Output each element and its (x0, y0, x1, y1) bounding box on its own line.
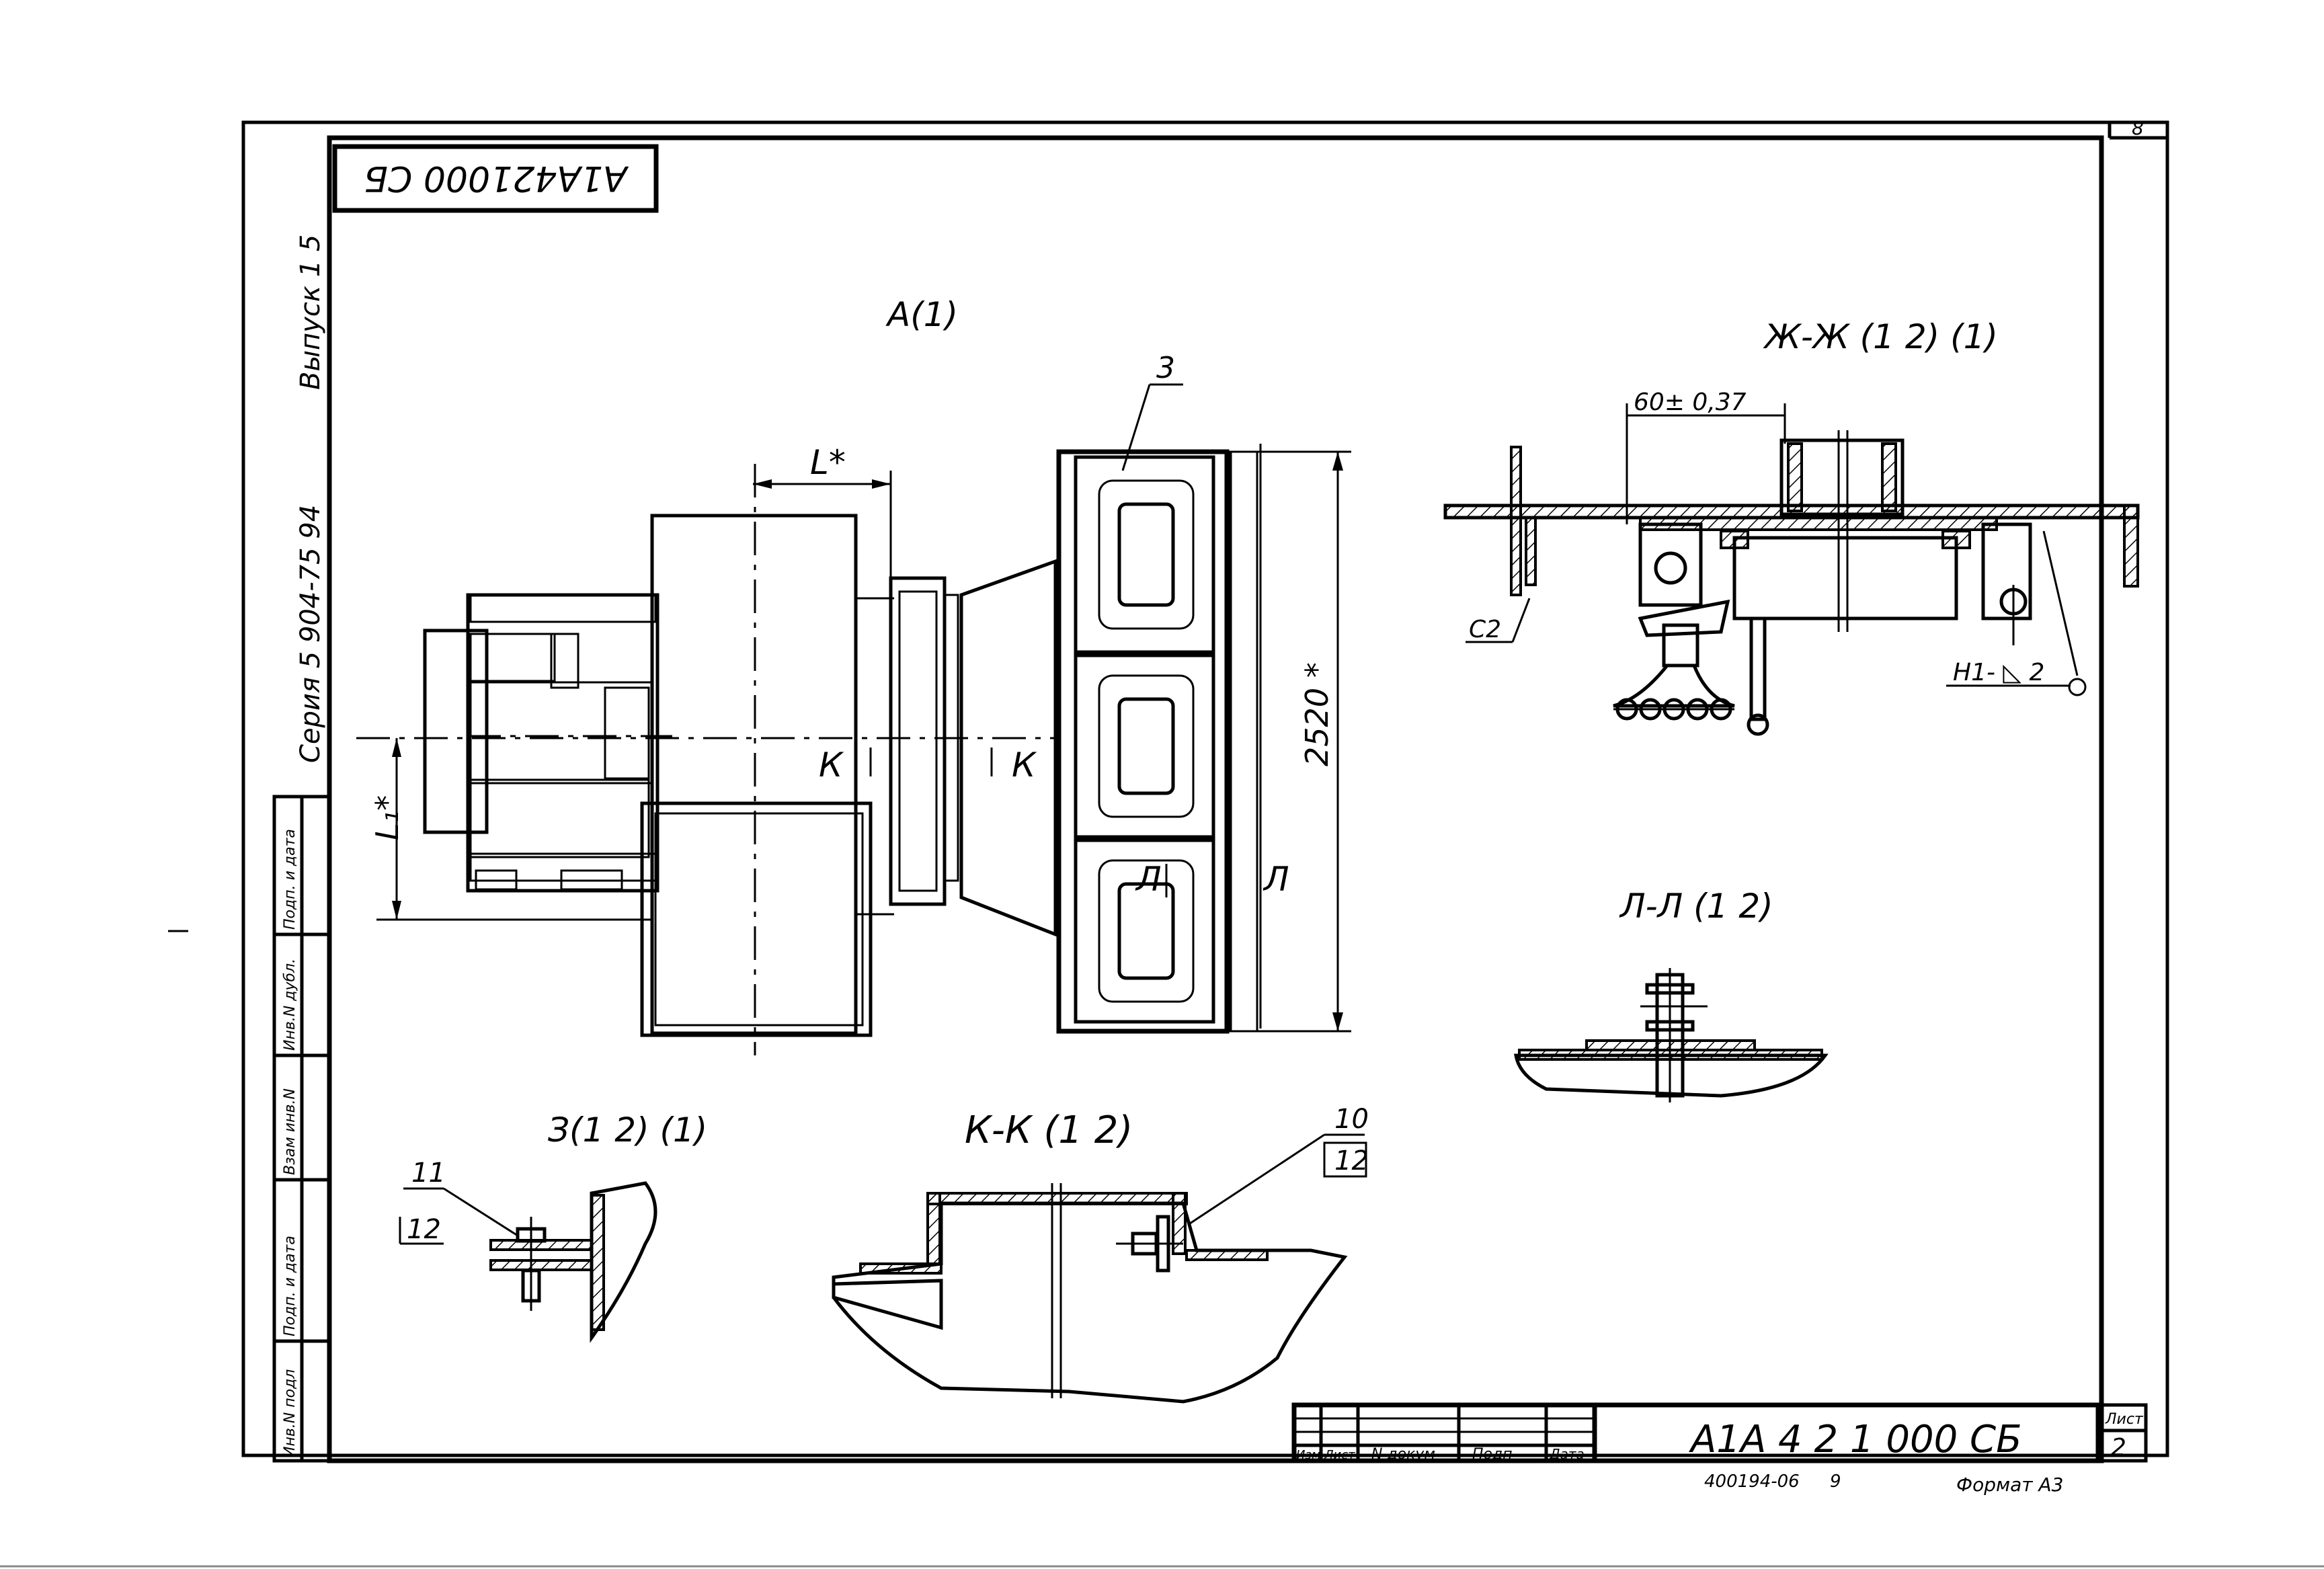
view-a-label: А(1) (885, 295, 958, 334)
inv-col-2: Подп. и дата (282, 1236, 298, 1336)
inv-col-3: Взам инв.N (282, 1088, 298, 1175)
tb-col-izm: Изм (1296, 1448, 1321, 1462)
side-issue: Выпуск 1 5 (295, 235, 326, 390)
weld-h1: Н1- ◺ 2 (1953, 659, 2044, 686)
tb-sheet-label: Лист (2105, 1411, 2144, 1428)
side-series: Серия 5 904-75 94 (295, 505, 326, 763)
view-z-label: З(1 2) (1) (548, 1111, 707, 1150)
callout-10: 10 (1334, 1104, 1369, 1135)
callout-12-z: 12 (407, 1214, 441, 1245)
section-k-label: К-К (1 2) (965, 1109, 1133, 1152)
inventory-strip: Инв.N подл Подп. и дата Взам инв.N Инв.N… (272, 795, 331, 1463)
callout-3: 3 (1156, 351, 1175, 385)
section-zh-label: Ж-Ж (1 2) (1) (1763, 317, 1998, 356)
top-stamp: А1А421000 СБ (332, 144, 659, 213)
section-zh-zh: Ж-Ж (1 2) (1) 60± 0,37 (1443, 317, 2140, 736)
title-block: Изм Лист N докум Подп Дата А1А 4 2 1 000… (1291, 1402, 2148, 1496)
section-mark-l-left: Л (1135, 860, 1162, 899)
page-number: 8 (2132, 117, 2144, 139)
dim-l1-star: L₁* (369, 795, 405, 840)
tb-format: Формат А3 (1956, 1474, 2063, 1496)
tb-code: А1А 4 2 1 000 СБ (1689, 1418, 2022, 1461)
section-mark-k-right: К (1012, 746, 1037, 784)
tb-sheet-number: 2 (2111, 1434, 2126, 1461)
view-z: З(1 2) (1) 11 12 (399, 1111, 707, 1343)
inv-col-5: Подп. и дата (282, 829, 298, 930)
dim-l-star: L* (810, 443, 846, 482)
tb-col-list: Лист (1324, 1448, 1355, 1462)
section-l-l: Л-Л (1 2) (1514, 887, 1829, 1102)
tb-bottom-code: 400194-06 (1704, 1472, 1800, 1492)
view-a-assembly: А(1) (356, 295, 1351, 1055)
dim-2520: 2520 * (1299, 662, 1335, 766)
inv-col-1: Инв.N подл (282, 1369, 298, 1457)
section-mark-k-left: К (819, 746, 844, 784)
tb-bottom-no: 9 (1830, 1472, 1841, 1492)
callout-12-k: 12 (1334, 1145, 1369, 1176)
tb-col-podp: Подп (1472, 1446, 1513, 1463)
inv-col-4: Инв.N дубл. (282, 959, 298, 1051)
section-l-label: Л-Л (1 2) (1619, 887, 1773, 926)
tb-col-ndokum: N докум (1371, 1446, 1435, 1463)
chamfer-c2: С2 (1469, 616, 1501, 643)
callout-11: 11 (411, 1158, 446, 1189)
dim-60: 60± 0,37 (1634, 389, 1747, 416)
section-k-k: К-К (1 2) 10 12 (832, 1104, 1369, 1404)
tb-col-data: Дата (1549, 1446, 1585, 1462)
section-mark-l-right: Л (1263, 860, 1289, 899)
top-stamp-code: А1А421000 СБ (364, 158, 629, 198)
